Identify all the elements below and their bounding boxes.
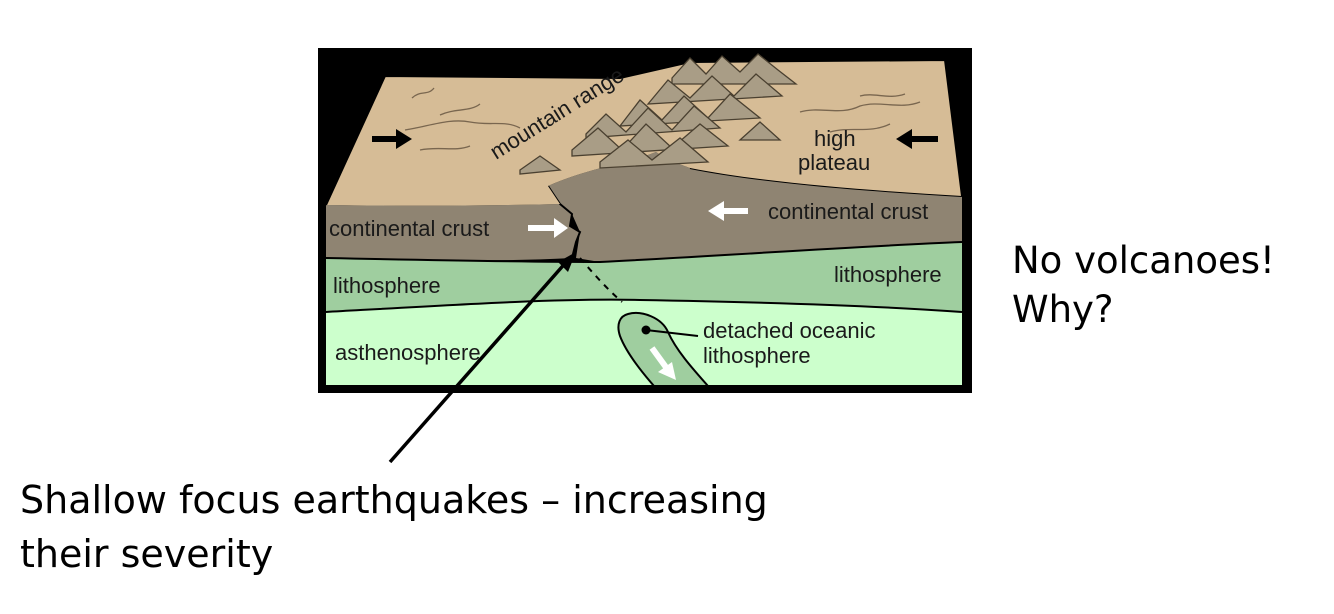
slab-leader-dot [641, 325, 651, 335]
label-continental-crust-right: continental crust [768, 199, 928, 224]
side-note-line1: No volcanoes! [1012, 239, 1275, 282]
mountain-peaks [519, 53, 798, 175]
arrow-crust-right-white [708, 201, 748, 221]
label-lithosphere-right: lithosphere [834, 262, 942, 287]
label-lithosphere-left: lithosphere [333, 273, 441, 298]
caption-line2: their severity [20, 532, 274, 576]
continental-crust-right [548, 152, 962, 262]
label-continental-crust-left: continental crust [329, 216, 489, 241]
earthquake-caption: Shallow focus earthquakes – increasing t… [20, 473, 768, 581]
side-note: No volcanoes! Why? [1012, 236, 1275, 334]
arrow-slab-white [649, 346, 676, 380]
surface-cracks [404, 87, 921, 151]
label-detached-lithosphere: lithosphere [703, 343, 811, 368]
arrow-left-black [372, 129, 412, 149]
earthquake-pointer-line [388, 258, 570, 464]
relict-slab-dashed [579, 257, 623, 303]
surface-outline [325, 58, 963, 206]
arrow-crust-left-white [528, 218, 568, 238]
asthenosphere-boundary [325, 298, 963, 313]
detached-slab [617, 312, 711, 387]
label-asthenosphere: asthenosphere [335, 340, 481, 365]
caption-line1: Shallow focus earthquakes – increasing [20, 478, 768, 522]
arrow-right-black [896, 129, 938, 149]
side-note-line2: Why? [1012, 288, 1114, 331]
label-high: high [814, 126, 856, 151]
slab-leader-line [645, 329, 699, 337]
crust-lithosphere-boundary [325, 241, 963, 264]
continental-crust-left [326, 204, 580, 261]
label-plateau: plateau [798, 150, 870, 175]
lithosphere-layer [326, 242, 962, 312]
earthquake-pointer-head [558, 252, 576, 272]
label-detached-oceanic: detached oceanic [703, 318, 875, 343]
